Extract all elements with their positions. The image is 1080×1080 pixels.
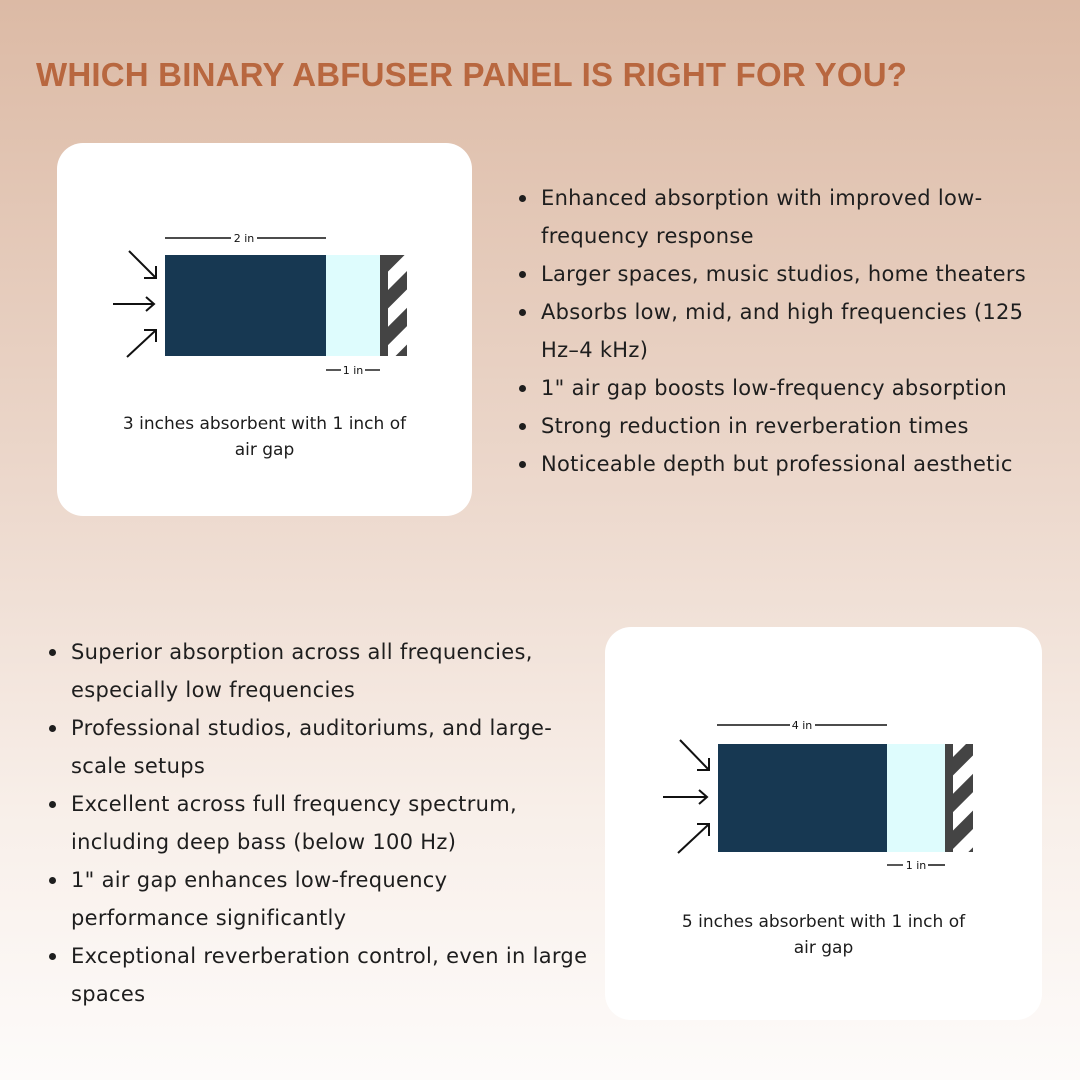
list-item: Enhanced absorption with improved low-fr…	[519, 179, 1064, 255]
list-item: Superior absorption across all frequenci…	[49, 633, 589, 709]
list-item: Professional studios, auditoriums, and l…	[49, 709, 589, 785]
list-item: Exceptional reverberation control, even …	[49, 937, 589, 1013]
absorbent-layer	[718, 744, 887, 852]
dimension-label-bottom: 1 in	[906, 859, 927, 872]
panel-3in-card: 2 in 1 in 3 inches absorbent with 1 inch…	[57, 143, 472, 516]
list-item: 1" air gap boosts low-frequency absorpti…	[519, 369, 1064, 407]
dimension-label-top: 2 in	[234, 232, 255, 245]
incident-arrow-icon	[663, 789, 709, 805]
air-gap-layer	[887, 744, 945, 852]
incident-arrow-icon	[113, 296, 156, 312]
wall-edge	[380, 255, 388, 356]
incident-arrow-icon	[679, 739, 710, 771]
list-item: 1" air gap enhances low-frequency perfor…	[49, 861, 589, 937]
list-item: Larger spaces, music studios, home theat…	[519, 255, 1064, 293]
incident-arrow-icon	[128, 250, 157, 279]
panel-3in-caption: 3 inches absorbent with 1 inch of air ga…	[122, 414, 407, 460]
panel-3in-feature-list: Enhanced absorption with improved low-fr…	[519, 179, 1064, 483]
panel-3in-caption-wrap: 3 inches absorbent with 1 inch of air ga…	[57, 411, 472, 463]
list-item: Strong reduction in reverberation times	[519, 407, 1064, 445]
list-item: Excellent across full frequency spectrum…	[49, 785, 589, 861]
absorbent-layer	[165, 255, 326, 356]
dimension-label-bottom: 1 in	[343, 364, 364, 377]
incident-arrow-icon	[126, 329, 157, 358]
panel-5in-diagram: 4 in 1 in	[663, 719, 973, 872]
panel-3in-diagram: 2 in 1 in	[113, 232, 407, 377]
panel-5in-feature-list: Superior absorption across all frequenci…	[49, 633, 589, 1013]
panel-5in-card: 4 in 1 in 5 inches absorbent with 1 inch…	[605, 627, 1042, 1020]
list-item: Noticeable depth but professional aesthe…	[519, 445, 1064, 483]
air-gap-layer	[326, 255, 380, 356]
wall-edge	[945, 744, 953, 852]
page-title: WHICH BINARY ABFUSER PANEL IS RIGHT FOR …	[36, 56, 908, 93]
panel-5in-caption-wrap: 5 inches absorbent with 1 inch of air ga…	[605, 909, 1042, 961]
panel-5in-caption: 5 inches absorbent with 1 inch of air ga…	[681, 912, 966, 958]
dimension-label-top: 4 in	[792, 719, 813, 732]
incident-arrow-icon	[677, 823, 710, 854]
list-item: Absorbs low, mid, and high frequencies (…	[519, 293, 1064, 369]
